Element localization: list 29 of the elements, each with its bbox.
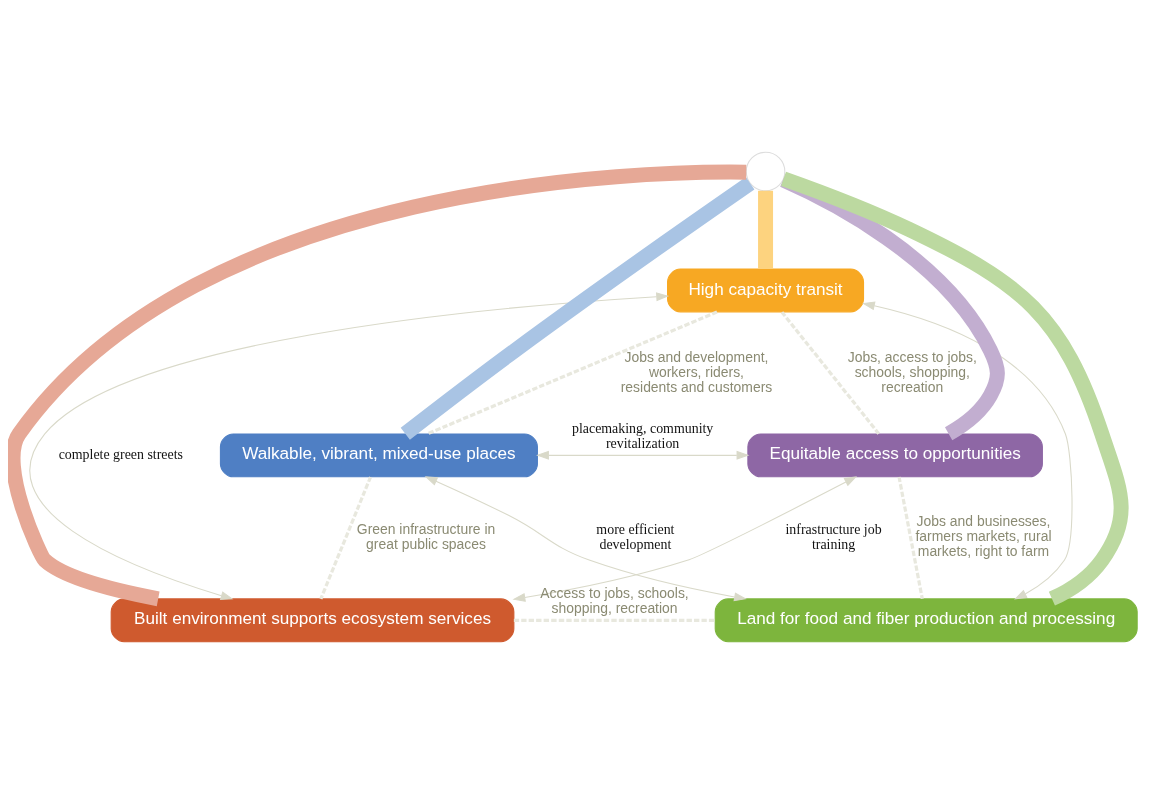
edge-label: infrastructure job training (785, 521, 882, 552)
node-box: Equitable access to opportunities (747, 433, 1043, 478)
edge-label: placemaking, community revitalization (571, 421, 714, 452)
connector (780, 311, 881, 435)
connector (513, 618, 716, 622)
connector (781, 171, 1129, 606)
edge-label: complete green streets (58, 447, 183, 463)
arrow (862, 301, 1073, 600)
node-box: Walkable, vibrant, mixed-use places (219, 433, 538, 478)
edge-label: Access to jobs, schools, shopping, recreation (540, 585, 689, 617)
edge-label: Jobs, access to jobs, schools, shopping, recreation (847, 348, 977, 395)
connector (758, 190, 774, 269)
connector (319, 476, 372, 600)
node-box: High capacity transit (667, 268, 865, 313)
arrow (424, 476, 747, 602)
node-box: Built environment supports ecosystem services (110, 598, 515, 643)
edge-label: more efficient development (596, 521, 675, 552)
edge-label: Jobs and businesses, farmers markets, rural markets, right to farm (915, 513, 1052, 560)
edge-label: Green infrastructure in great public spaces (356, 520, 496, 552)
node-circle (745, 151, 786, 192)
arrow (536, 450, 750, 460)
arrow (512, 476, 858, 602)
node-box: Land for food and fiber production and processing (714, 598, 1138, 643)
connector (400, 177, 755, 440)
edge-label: Jobs and development, workers, riders, residents and customers (620, 348, 773, 395)
connector (426, 310, 718, 436)
connector (897, 476, 924, 600)
connector (8, 164, 747, 607)
arrow (29, 292, 670, 600)
